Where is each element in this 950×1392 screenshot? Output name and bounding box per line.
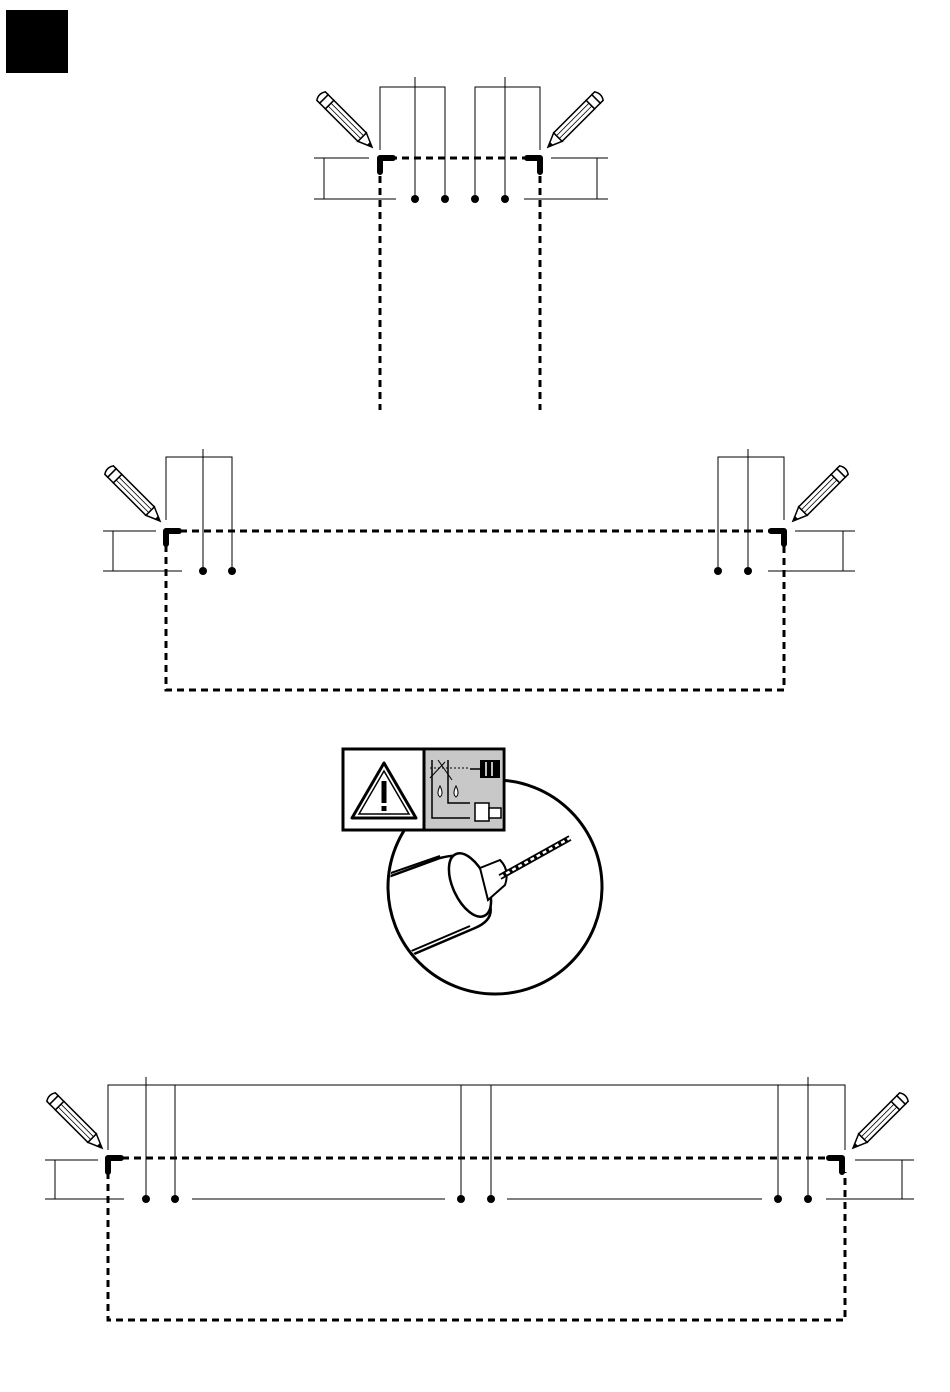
figure-medium-spacing bbox=[103, 449, 855, 690]
corner-mark-right bbox=[829, 1158, 842, 1172]
figure-wide-spacing bbox=[45, 1077, 914, 1320]
pencil-icon bbox=[849, 1091, 910, 1152]
corner-mark-left bbox=[108, 1158, 121, 1172]
corner-mark-left bbox=[380, 158, 393, 172]
figure-drill-warning bbox=[343, 749, 602, 994]
pencil-icon bbox=[544, 90, 605, 151]
pencil-icon bbox=[45, 1091, 106, 1152]
corner-mark-left bbox=[166, 531, 179, 544]
corner-mark-right bbox=[527, 158, 540, 172]
pencil-icon bbox=[103, 464, 164, 525]
pencil-icon bbox=[315, 90, 376, 151]
pencil-icon bbox=[789, 464, 850, 525]
figure-narrow-spacing bbox=[314, 77, 608, 410]
corner-mark-right bbox=[771, 531, 784, 544]
